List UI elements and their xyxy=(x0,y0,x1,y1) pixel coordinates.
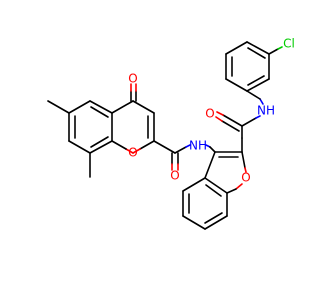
bond xyxy=(235,183,243,190)
amide2-nh-label: NH xyxy=(257,104,275,118)
amide2-oxygen-label: O xyxy=(205,107,214,121)
bond xyxy=(241,151,246,169)
bond xyxy=(153,140,176,154)
chromone-ketone-oxygen-label: O xyxy=(128,72,137,86)
bond xyxy=(204,151,216,179)
c-cl-bond xyxy=(268,48,279,55)
furan-oxygen-label: O xyxy=(241,171,250,185)
bond xyxy=(226,188,237,194)
bond xyxy=(205,184,222,197)
bond xyxy=(247,47,266,59)
amide2-cn-bond xyxy=(241,117,257,127)
methyl-6-bond xyxy=(47,100,70,114)
bond xyxy=(125,148,134,154)
amide2-co-bond xyxy=(221,120,240,132)
amide2-naryl-bond xyxy=(259,98,264,105)
bond xyxy=(90,136,109,148)
structure-canvas: O O O NH O O NH Cl xyxy=(47,36,295,230)
bond xyxy=(204,212,223,224)
bond xyxy=(225,78,248,92)
amide-linker-1 xyxy=(153,140,216,171)
amide1-nh-label: NH xyxy=(189,139,207,153)
atom-labels: O O O NH O O NH Cl xyxy=(128,37,295,185)
bond xyxy=(182,177,206,192)
bond xyxy=(68,140,91,154)
bond xyxy=(247,75,265,86)
bond xyxy=(90,106,109,118)
amide2-cn-bond xyxy=(255,115,261,119)
bond xyxy=(111,140,127,150)
amide2-co-bond xyxy=(222,114,243,127)
chloro-label: Cl xyxy=(283,37,295,51)
chromone-ring-oxygen-label: O xyxy=(128,146,137,160)
c-cl-bond xyxy=(277,46,283,50)
bond xyxy=(111,100,134,114)
amide2-co-bond xyxy=(216,111,224,116)
amide2-naryl-bond xyxy=(246,90,261,100)
amide-linker-2 xyxy=(215,90,264,153)
bond xyxy=(204,177,228,194)
benzofuran-fragment xyxy=(182,151,247,230)
amide1-oxygen-label: O xyxy=(170,169,179,183)
bond xyxy=(246,41,270,55)
bond xyxy=(246,78,270,92)
bond xyxy=(68,100,91,114)
bond xyxy=(89,140,113,154)
amide1-nc-bond xyxy=(209,146,216,153)
bond xyxy=(225,41,248,55)
amide1-cn-bond xyxy=(174,146,187,154)
bond xyxy=(182,215,206,230)
bond xyxy=(132,148,141,154)
bond xyxy=(204,215,228,230)
bond xyxy=(89,100,113,114)
chemical-structure-diagram: O O O NH O O NH Cl xyxy=(47,37,295,230)
amide1-cn-bond xyxy=(185,144,191,148)
chromone-fragment xyxy=(47,83,155,178)
amide2-co-bond xyxy=(215,116,223,122)
bond xyxy=(132,100,155,114)
bond xyxy=(244,167,247,173)
chlorophenyl-fragment xyxy=(225,41,283,92)
bond xyxy=(139,140,155,150)
